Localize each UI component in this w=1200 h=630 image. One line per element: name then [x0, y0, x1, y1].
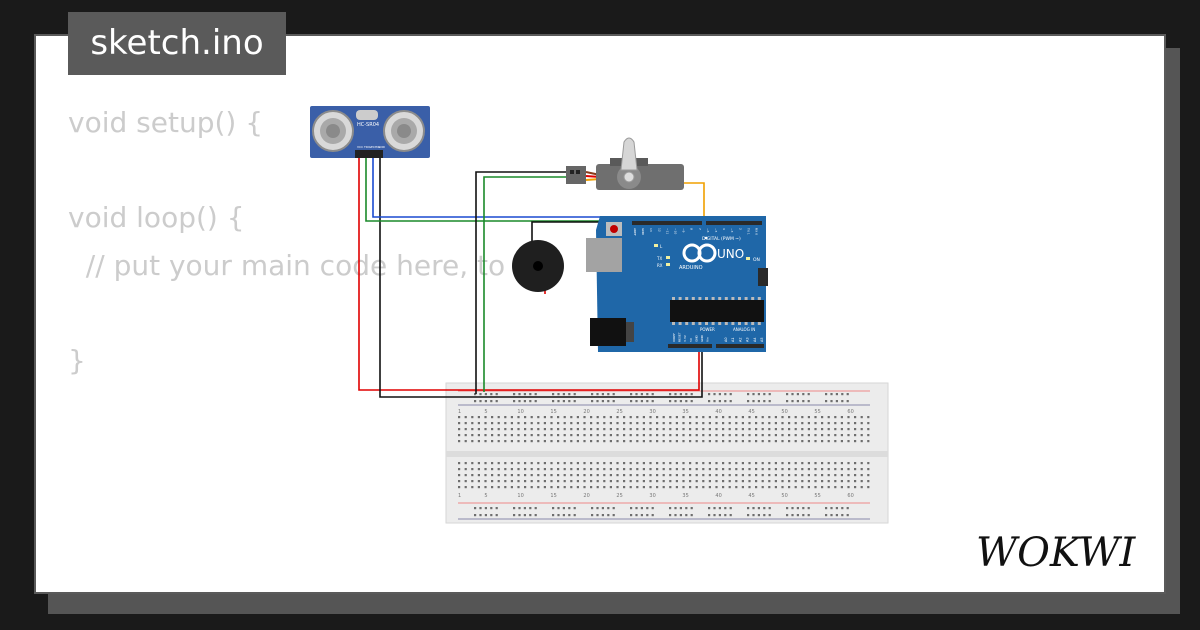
arduino-model-label: UNO: [717, 247, 744, 261]
breadboard-bottom-col-number: 25: [616, 493, 622, 499]
breadboard-top-col-number: 10: [517, 409, 523, 415]
power-pin-label: Vin: [706, 337, 710, 342]
digital-pin-label: 4: [722, 228, 726, 230]
digital-header-label: DIGITAL (PWM ~): [702, 236, 741, 242]
arduino-uno-board[interactable]: AREF GND 13 12 ~11 ~10 ~9 8 7 ~6 ~5 4 ~3 2 TX 1 RX 0 DI…: [586, 216, 768, 352]
breadboard-top-col-number: 20: [583, 409, 589, 415]
digital-pin-label: ~3: [730, 228, 734, 233]
analog-pin-label: A2: [738, 337, 742, 342]
digital-pin-label: 12: [657, 228, 661, 232]
digital-pin-label: 8: [690, 228, 694, 230]
analog-header-label: ANALOG IN: [733, 327, 755, 332]
wokwi-logo: WOKWI: [976, 530, 1136, 576]
digital-pin-label: RX 0: [755, 228, 759, 235]
sensor-pin-gnd: GND: [378, 145, 386, 149]
wire-green-servo: [483, 176, 570, 392]
piezo-buzzer[interactable]: [512, 240, 564, 292]
breadboard-bottom-col-number: 50: [781, 493, 787, 499]
power-header-label: POWER: [700, 327, 715, 332]
power-pin-label: IOREF: [672, 333, 676, 342]
wire-black-servo: [475, 171, 570, 394]
wire-blue-echo: [372, 158, 640, 218]
power-pin-label: RESET: [678, 332, 682, 342]
analog-pin-label: A4: [753, 337, 757, 342]
microcontroller-chip: [670, 300, 764, 322]
breadboard-top-col-number: 15: [550, 409, 556, 415]
breadboard-top-col-number: 55: [814, 409, 820, 415]
breadboard-top-col-number: 50: [781, 409, 787, 415]
sensor-pin-echo: ECHO: [371, 145, 380, 149]
power-pin-label: 5V: [689, 337, 693, 342]
on-led-label: ON: [753, 257, 760, 263]
breadboard-top-col-number: 30: [649, 409, 655, 415]
breadboard-bottom-col-number: 1: [458, 493, 461, 499]
tx-led-label: TX: [656, 256, 662, 261]
analog-pin-label: A0: [724, 337, 728, 342]
analog-pin-label: A1: [731, 337, 735, 342]
breadboard-top-col-number: 40: [715, 409, 721, 415]
breadboard-bottom-col-number: 30: [649, 493, 655, 499]
sensor-label: HC-SR04: [357, 122, 379, 128]
breadboard-top-col-number: 60: [847, 409, 853, 415]
arduino-maker-label: ARDUINO: [679, 265, 703, 271]
wire-black-gnd: [379, 158, 703, 398]
sensor-pin-vcc: VCC: [357, 145, 363, 149]
wire-green-trig: [365, 158, 640, 222]
breadboard-top-col-number: 35: [682, 409, 688, 415]
servo-motor[interactable]: [566, 137, 684, 190]
digital-pin-label: ~5: [714, 228, 718, 233]
breadboard-top-col-number: 5: [484, 409, 487, 415]
digital-pin-label: ~9: [682, 228, 686, 233]
digital-pin-label: ~10: [674, 228, 678, 234]
breadboard-bottom-col-number: 55: [814, 493, 820, 499]
digital-pin-label: 2: [738, 228, 742, 230]
rx-led-label: RX: [657, 263, 663, 268]
power-pin-label: 3.3V: [683, 334, 687, 342]
sensor-pin-trig: TRIG: [363, 145, 372, 149]
digital-pin-label: TX 1: [746, 227, 750, 235]
breadboard-bottom-col-number: 35: [682, 493, 688, 499]
digital-pin-label: ~6: [706, 228, 710, 233]
code-line-close-brace: }: [68, 344, 86, 377]
reset-button: [610, 225, 618, 233]
wire-orange-servo-signal: [680, 182, 705, 222]
breadboard-bottom-col-number: 10: [517, 493, 523, 499]
power-jack: [590, 318, 626, 346]
power-pin-label: GND: [694, 334, 698, 342]
code-line-setup: void setup() {: [68, 106, 264, 139]
icsp-header: [758, 268, 768, 286]
breadboard-bottom-col-number: 45: [748, 493, 754, 499]
wire-red-vcc: [358, 158, 700, 391]
usb-port: [586, 238, 622, 272]
breadboard-top-col-number: 25: [616, 409, 622, 415]
l-led-label: L: [660, 244, 663, 249]
breadboard-bottom-col-number: 40: [715, 493, 721, 499]
digital-pin-label: ~11: [665, 228, 669, 234]
breadboard-top-col-number: 1: [458, 409, 461, 415]
analog-pin-label: A5: [760, 337, 764, 342]
breadboard-bottom-col-number: 20: [583, 493, 589, 499]
digital-pin-label: 13: [649, 228, 653, 232]
ultrasonic-sensor[interactable]: HC-SR04 VCC TRIG ECHO GND: [310, 106, 430, 158]
breadboard-bottom-col-number: 60: [847, 493, 853, 499]
digital-pin-label: AREF: [633, 228, 637, 236]
wokwi-logo-text: WOKWI: [976, 530, 1136, 576]
digital-pin-label: 7: [698, 228, 702, 230]
breadboard-top-col-number: 45: [748, 409, 754, 415]
analog-pin-label: A3: [746, 337, 750, 342]
digital-pin-label: GND: [641, 228, 645, 236]
filename-tab[interactable]: sketch.ino: [68, 12, 286, 75]
breadboard-bottom-col-number: 15: [550, 493, 556, 499]
breadboard-bottom-col-number: 5: [484, 493, 487, 499]
power-pin-label: GND: [700, 334, 704, 342]
code-line-loop: void loop() {: [68, 201, 245, 234]
wires: [358, 158, 705, 398]
